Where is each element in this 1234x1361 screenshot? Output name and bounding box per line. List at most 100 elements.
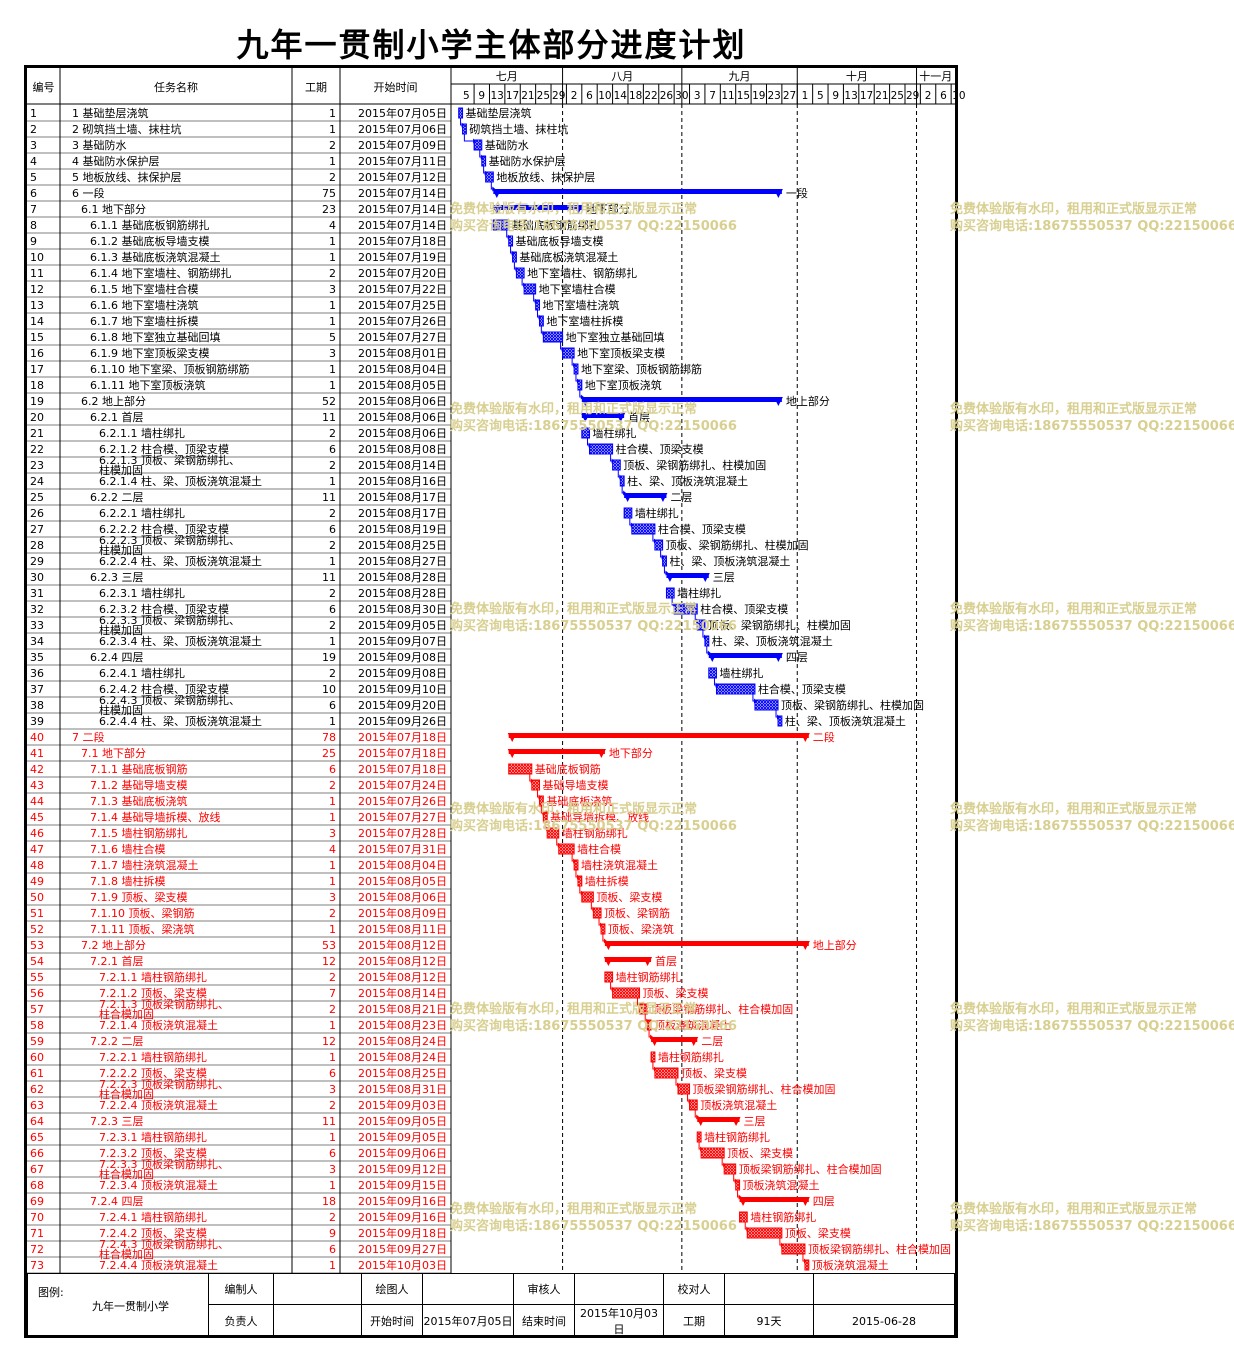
task-start: 2015年08月09日: [358, 906, 447, 920]
task-duration: 6: [329, 523, 336, 536]
day-tick-label: 10: [952, 90, 965, 102]
summary-bar-end-cap: [616, 413, 626, 422]
task-name-wrap: 柱合模加固: [99, 1247, 154, 1261]
day-tick-label: 21: [521, 90, 534, 102]
dependency-arrow: [753, 698, 757, 704]
task-id: 41: [30, 747, 44, 760]
task-start: 2015年08月06日: [358, 410, 447, 424]
task-id: 25: [30, 491, 44, 504]
task-duration: 2: [329, 779, 336, 792]
task-bar: [708, 667, 717, 679]
task-id: 23: [30, 459, 44, 472]
bar-label: 柱合模、顶梁支模: [658, 522, 746, 536]
dependency-arrow: [538, 314, 542, 320]
summary-bar: [624, 493, 667, 498]
task-start: 2015年09月18日: [358, 1226, 447, 1240]
dependency-arrow: [661, 554, 665, 560]
task-start: 2015年08月25日: [358, 1066, 447, 1080]
footer-compiler-value[interactable]: [273, 1273, 362, 1305]
bar-label: 柱、梁、顶板浇筑混凝土: [627, 474, 748, 488]
day-tick-label: 10: [598, 90, 611, 102]
bar-label: 墙柱绑扎: [635, 506, 679, 520]
bar-label: 顶板梁钢筋绑扎、柱合模加固: [808, 1242, 951, 1256]
task-id: 37: [30, 683, 44, 696]
task-name: 7.2.2.4 顶板浇筑混凝土: [99, 1098, 218, 1112]
task-start: 2015年08月11日: [358, 922, 447, 936]
task-bar: [754, 699, 779, 711]
footer-owner-label: 负责人: [208, 1304, 274, 1338]
task-start: 2015年07月24日: [358, 778, 447, 792]
summary-bar-start-cap: [580, 413, 590, 422]
bar-label: 地下室墙柱浇筑: [542, 298, 619, 312]
bar-label: 地下室墙柱合模: [539, 282, 616, 296]
task-name: 6.2.2 二层: [90, 491, 144, 504]
task-name: 6.2.2.4 柱、梁、顶板浇筑混凝土: [99, 554, 262, 568]
bar-label: 顶板梁钢筋绑扎、柱合模加固: [693, 1082, 836, 1096]
day-tick-label: 6: [586, 90, 593, 102]
month-label: 十月: [846, 69, 868, 83]
task-start: 2015年08月04日: [358, 858, 447, 872]
dependency-arrow: [573, 362, 577, 368]
task-start: 2015年07月18日: [358, 746, 447, 760]
task-start: 2015年09月05日: [358, 618, 447, 632]
task-duration: 1: [329, 315, 336, 328]
task-duration: 1: [329, 251, 336, 264]
task-duration: 11: [322, 491, 336, 504]
dependency-arrow: [723, 1162, 727, 1168]
summary-bar-start-cap: [507, 749, 517, 758]
task-bar: [542, 331, 564, 343]
task-name: 7.2.2.3 顶板梁钢筋绑扎、: [99, 1077, 229, 1091]
task-duration: 18: [322, 1195, 336, 1208]
dependency-arrow: [542, 330, 546, 336]
task-start: 2015年07月27日: [358, 810, 447, 824]
task-duration: 2: [329, 971, 336, 984]
bar-label: 墙柱钢筋绑扎: [750, 1210, 816, 1224]
bar-label: 顶板、梁支模: [681, 1066, 747, 1080]
task-bar: [804, 1259, 810, 1271]
task-name: 7.1.8 墙柱拆模: [90, 874, 166, 888]
day-tick-label: 13: [844, 90, 857, 102]
task-bar: [485, 171, 494, 183]
dependency-arrow: [561, 346, 565, 352]
bar-label: 顶板、梁钢筋绑扎、柱模加固: [708, 618, 851, 632]
footer-drawer-value[interactable]: [422, 1273, 514, 1305]
footer-checker-value[interactable]: [724, 1273, 814, 1305]
task-id: 49: [30, 875, 44, 888]
task-duration: 2: [329, 427, 336, 440]
day-tick-label: 26: [660, 90, 674, 102]
task-id: 32: [30, 603, 44, 616]
task-name: 6.2.2.2 柱合模、顶梁支模: [99, 522, 229, 536]
task-duration: 1: [329, 107, 336, 120]
task-id: 38: [30, 699, 44, 712]
bar-label: 基础导墙拆模、放线: [550, 810, 649, 824]
bar-label: 砌筑挡土墙、抹柱坑: [469, 122, 568, 136]
footer-legend-cell: 图例: 九年一贯制小学: [27, 1273, 209, 1338]
dependency-arrow: [580, 394, 584, 400]
summary-bar-end-cap: [658, 493, 668, 502]
task-id: 46: [30, 827, 44, 840]
task-duration: 1: [329, 1051, 336, 1064]
task-id: 67: [30, 1163, 44, 1176]
day-tick-label: 3: [694, 90, 701, 102]
task-start: 2015年07月14日: [358, 186, 447, 200]
day-tick-label: 17: [860, 90, 873, 102]
task-name: 6.2.4.4 柱、梁、顶板浇筑混凝土: [99, 714, 262, 728]
bar-label: 墙柱合模: [577, 842, 621, 856]
task-name: 6.2.3.3 顶板、梁钢筋绑扎、: [99, 613, 240, 627]
task-start: 2015年07月18日: [358, 234, 447, 248]
header-start: 开始时间: [374, 80, 418, 94]
task-name: 7.1.2 基础导墙支模: [90, 778, 188, 792]
task-start: 2015年09月08日: [358, 650, 447, 664]
task-duration: 2: [329, 619, 336, 632]
dependency-arrow: [580, 890, 584, 896]
footer-duration-label: 工期: [663, 1304, 725, 1338]
task-duration: 6: [329, 443, 336, 456]
footer-reviewer-value[interactable]: [574, 1273, 664, 1305]
summary-bar-start-cap: [707, 653, 717, 662]
task-bar: [777, 715, 783, 727]
bar-label: 首层: [628, 410, 650, 424]
task-name: 6.1.6 地下室墙柱浇筑: [90, 298, 199, 312]
task-id: 34: [30, 635, 44, 648]
footer-owner-value[interactable]: [273, 1304, 362, 1338]
task-id: 47: [30, 843, 44, 856]
